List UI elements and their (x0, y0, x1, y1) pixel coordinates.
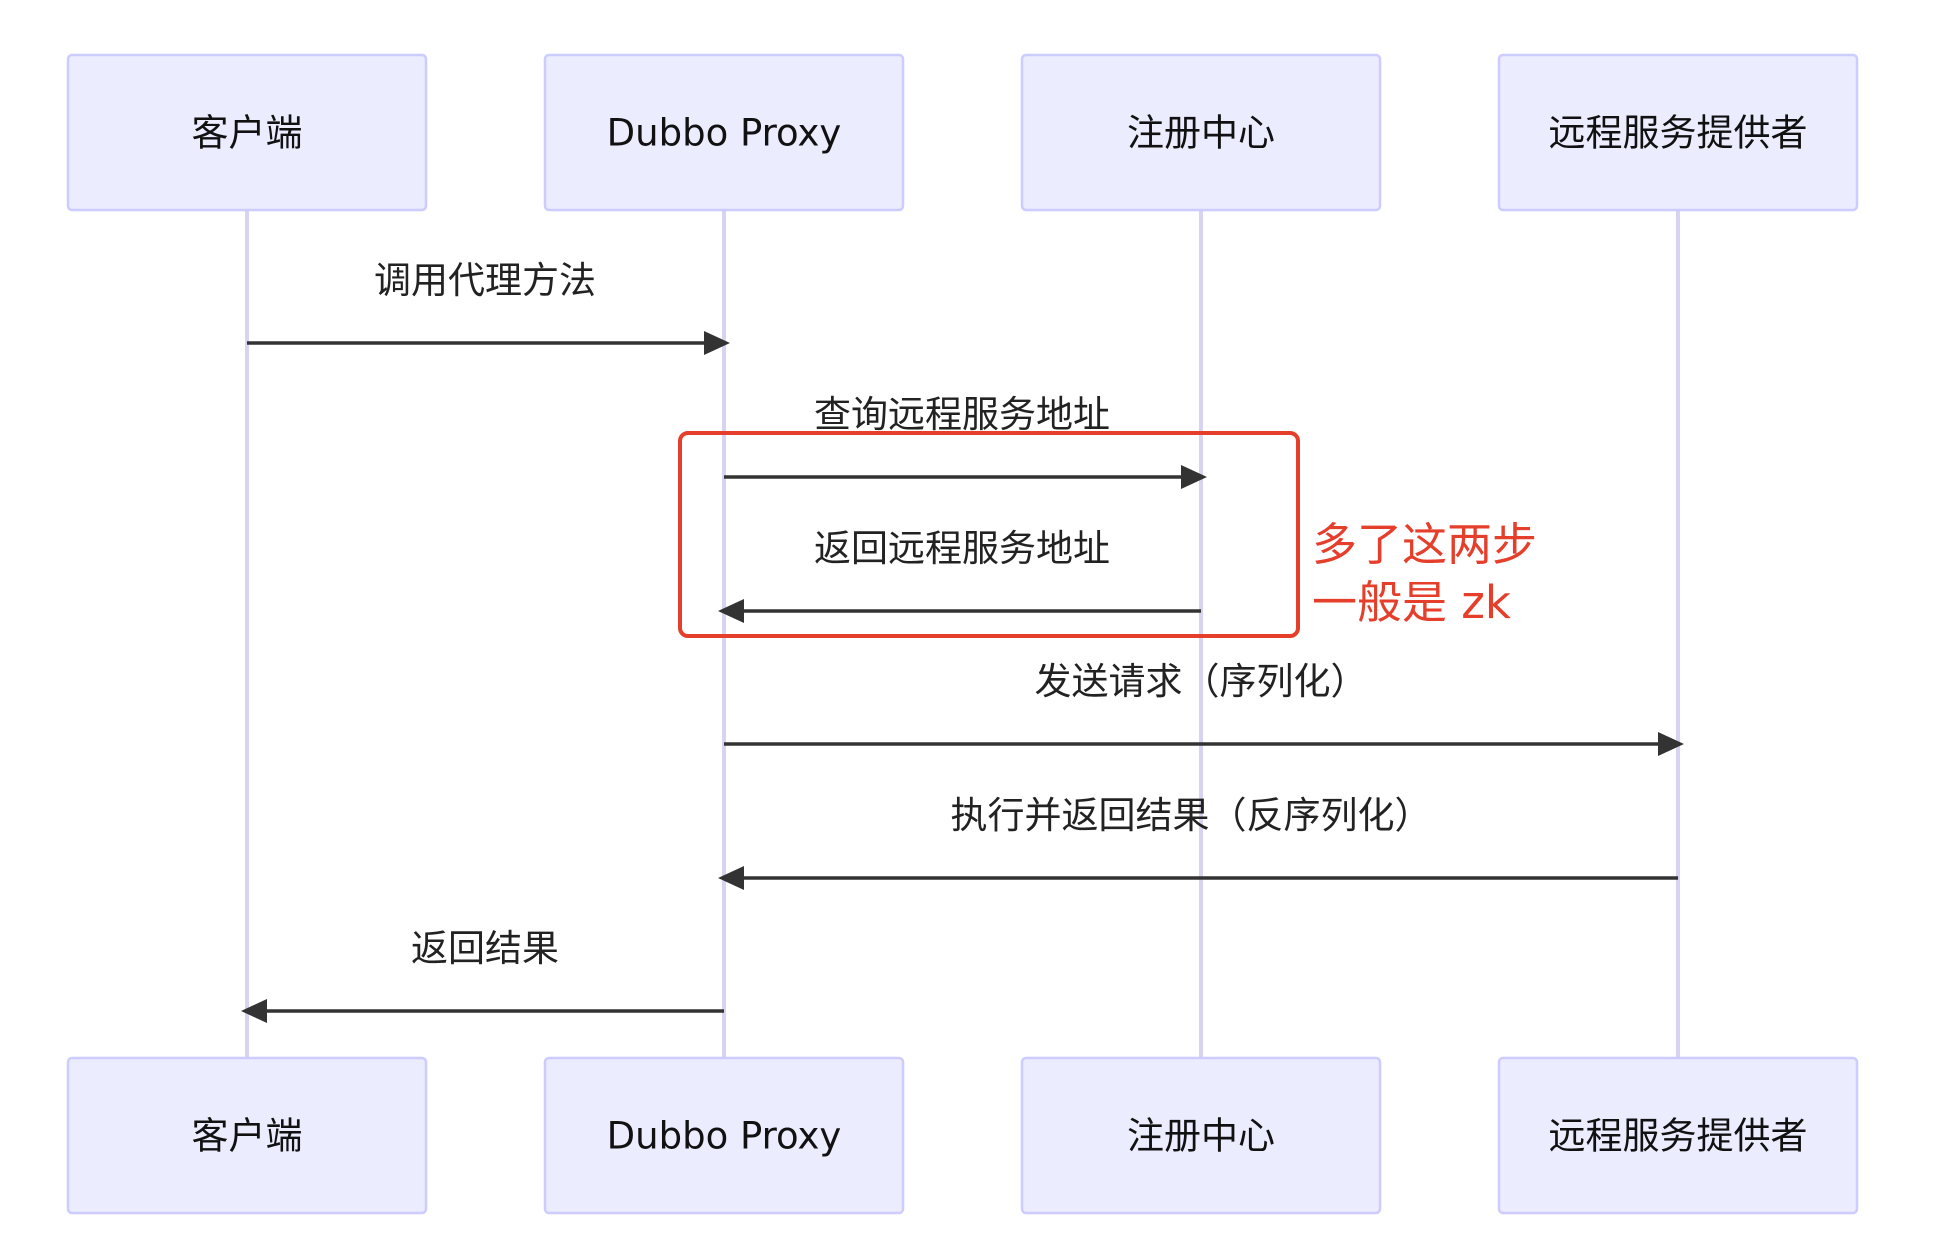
actor-proxy-top: Dubbo Proxy (543, 53, 905, 212)
actor-label: Dubbo Proxy (607, 112, 842, 155)
highlight-box (678, 431, 1300, 638)
annotation-line-2: 一般是 zk (1312, 576, 1511, 629)
actor-label: 远程服务提供者 (1549, 1115, 1808, 1158)
message-return-result: 返回结果 (241, 927, 724, 1023)
message-label: 返回远程服务地址 (814, 527, 1110, 570)
actor-label: 注册中心 (1127, 112, 1275, 155)
message-execute-return-result: 执行并返回结果（反序列化） (718, 794, 1678, 890)
actor-proxy-bottom: Dubbo Proxy (543, 1056, 905, 1215)
message-return-service-address: 返回远程服务地址 (718, 527, 1201, 623)
actor-label: 客户端 (192, 112, 303, 155)
message-label: 查询远程服务地址 (814, 393, 1110, 436)
actor-client-top: 客户端 (66, 53, 428, 212)
actor-provider-bottom: 远程服务提供者 (1497, 1056, 1859, 1215)
actor-provider-top: 远程服务提供者 (1497, 53, 1859, 212)
actors-top: 客户端 Dubbo Proxy 注册中心 远程服务提供者 (66, 53, 1859, 212)
actor-label: Dubbo Proxy (607, 1115, 842, 1158)
messages: 调用代理方法 查询远程服务地址 返回远程服务地址 发送请求（序列化） 执行并返回… (241, 259, 1684, 1023)
actor-registry-bottom: 注册中心 (1020, 1056, 1382, 1215)
arrow-head-left (718, 866, 744, 890)
highlight-annotation: 多了这两步 一般是 zk (678, 431, 1537, 638)
actors-bottom: 客户端 Dubbo Proxy 注册中心 远程服务提供者 (66, 1056, 1859, 1215)
arrow-head-left (718, 599, 744, 623)
annotation-line-1: 多了这两步 (1312, 518, 1537, 571)
actor-client-bottom: 客户端 (66, 1056, 428, 1215)
arrow-head-left (241, 999, 267, 1023)
message-send-request: 发送请求（序列化） (724, 660, 1684, 756)
arrow-head-right (1181, 465, 1207, 489)
message-label: 调用代理方法 (374, 259, 596, 302)
actor-label: 远程服务提供者 (1549, 112, 1808, 155)
message-label: 返回结果 (411, 927, 559, 970)
message-label: 发送请求（序列化） (1035, 660, 1368, 703)
arrow-head-right (704, 331, 730, 355)
arrow-head-right (1658, 732, 1684, 756)
message-label: 执行并返回结果（反序列化） (951, 794, 1432, 837)
message-call-proxy-method: 调用代理方法 (247, 259, 730, 355)
actor-registry-top: 注册中心 (1020, 53, 1382, 212)
message-query-service-address: 查询远程服务地址 (724, 393, 1207, 489)
actor-label: 注册中心 (1127, 1115, 1275, 1158)
actor-label: 客户端 (192, 1115, 303, 1158)
